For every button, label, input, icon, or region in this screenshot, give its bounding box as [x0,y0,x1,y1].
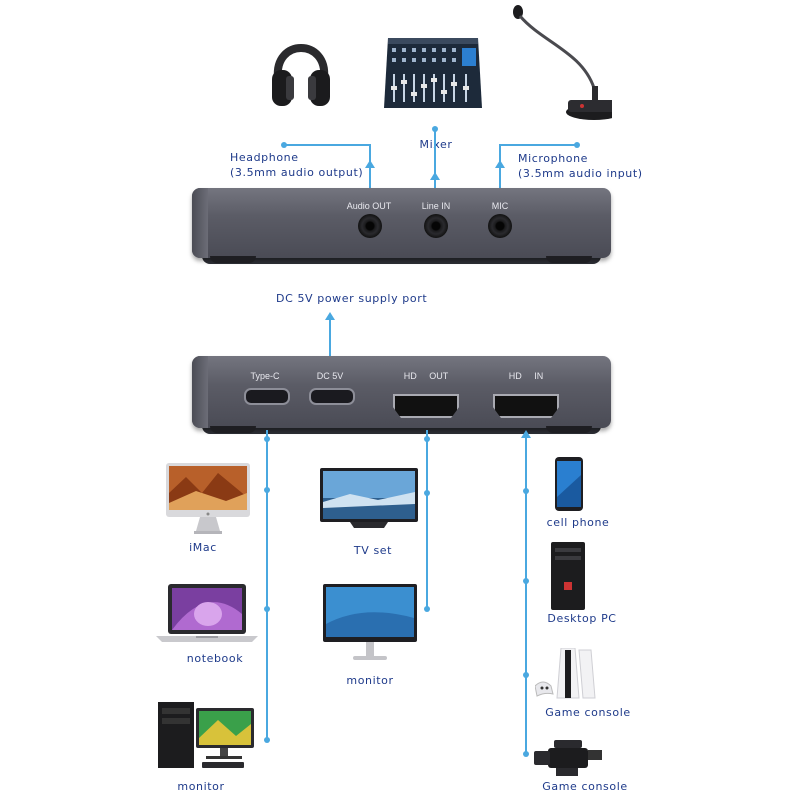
connector-dot [523,672,529,678]
port-label-hd-in: HD IN [508,371,544,381]
port-label-line-in: Line IN [421,201,451,211]
port-label-mic: MIC [491,201,509,211]
arrow-up-icon [325,312,335,320]
dc5v-port [309,388,355,405]
arrow-up-icon [521,430,531,438]
connector-dot [523,578,529,584]
audio-mixer-icon [384,38,482,108]
connector-dot [264,606,270,612]
monitor-center-label: monitor [346,674,394,687]
connector-dot [574,142,580,148]
monitor-left-label: monitor [177,780,225,793]
capture-box-top-panel [192,188,611,264]
hdmi-in-port [493,394,559,418]
imac-label: iMac [189,541,217,554]
microphone-label: Microphone [518,152,589,165]
connector-dot [523,751,529,757]
headphone-label: Headphone [230,151,299,164]
connector-line [525,434,527,754]
rubber-foot [210,256,256,263]
port-label-type-c: Type-C [250,371,280,381]
connector-line [266,430,268,740]
game-console-2-label: Game console [542,780,628,793]
connector-line [426,430,428,610]
game-console-icon [535,648,596,699]
port-label-hd-out: HD OUT [403,371,449,381]
tv-label: TV set [353,544,393,557]
monitor-icon [323,584,417,660]
mic-jack [488,214,512,238]
rubber-foot [546,256,592,263]
desktop-workstation-icon [158,702,254,768]
video-camera-icon [534,740,602,776]
type-c-port [244,388,290,405]
connector-line [500,144,577,146]
desktop-tower-icon [551,542,585,610]
connector-dot [264,737,270,743]
connector-line [369,144,371,216]
connector-dot [424,490,430,496]
line-in-jack [424,214,448,238]
rubber-foot [546,426,592,433]
mixer-label: Mixer [419,138,453,151]
connector-line [499,144,501,216]
port-label-audio-out: Audio OUT [346,201,392,211]
desktop-pc-label: Desktop PC [547,612,617,625]
imac-icon [166,463,250,534]
microphone-sublabel: (3.5mm audio input) [518,167,643,180]
tv-icon [320,468,418,528]
game-console-1-label: Game console [545,706,631,719]
audio-out-jack [358,214,382,238]
connector-dot [523,488,529,494]
port-label-dc5v: DC 5V [316,371,344,381]
hdmi-out-port [393,394,459,418]
connector-dot [424,606,430,612]
arrow-up-icon [495,160,505,168]
connector-line [284,144,370,146]
connector-dot [424,436,430,442]
connector-dot [264,436,270,442]
arrow-up-icon [365,160,375,168]
arrow-up-icon [430,172,440,180]
rubber-foot [210,426,256,433]
laptop-icon [156,584,258,642]
headphone-sublabel: (3.5mm audio output) [230,166,364,179]
headphones-icon [272,44,330,106]
connector-line [329,318,331,368]
notebook-label: notebook [186,652,244,665]
microphone-icon [513,5,612,120]
cell-phone-label: cell phone [546,516,610,529]
cell-phone-icon [555,457,583,511]
connector-dot [264,487,270,493]
dc-port-label: DC 5V power supply port [276,292,428,305]
